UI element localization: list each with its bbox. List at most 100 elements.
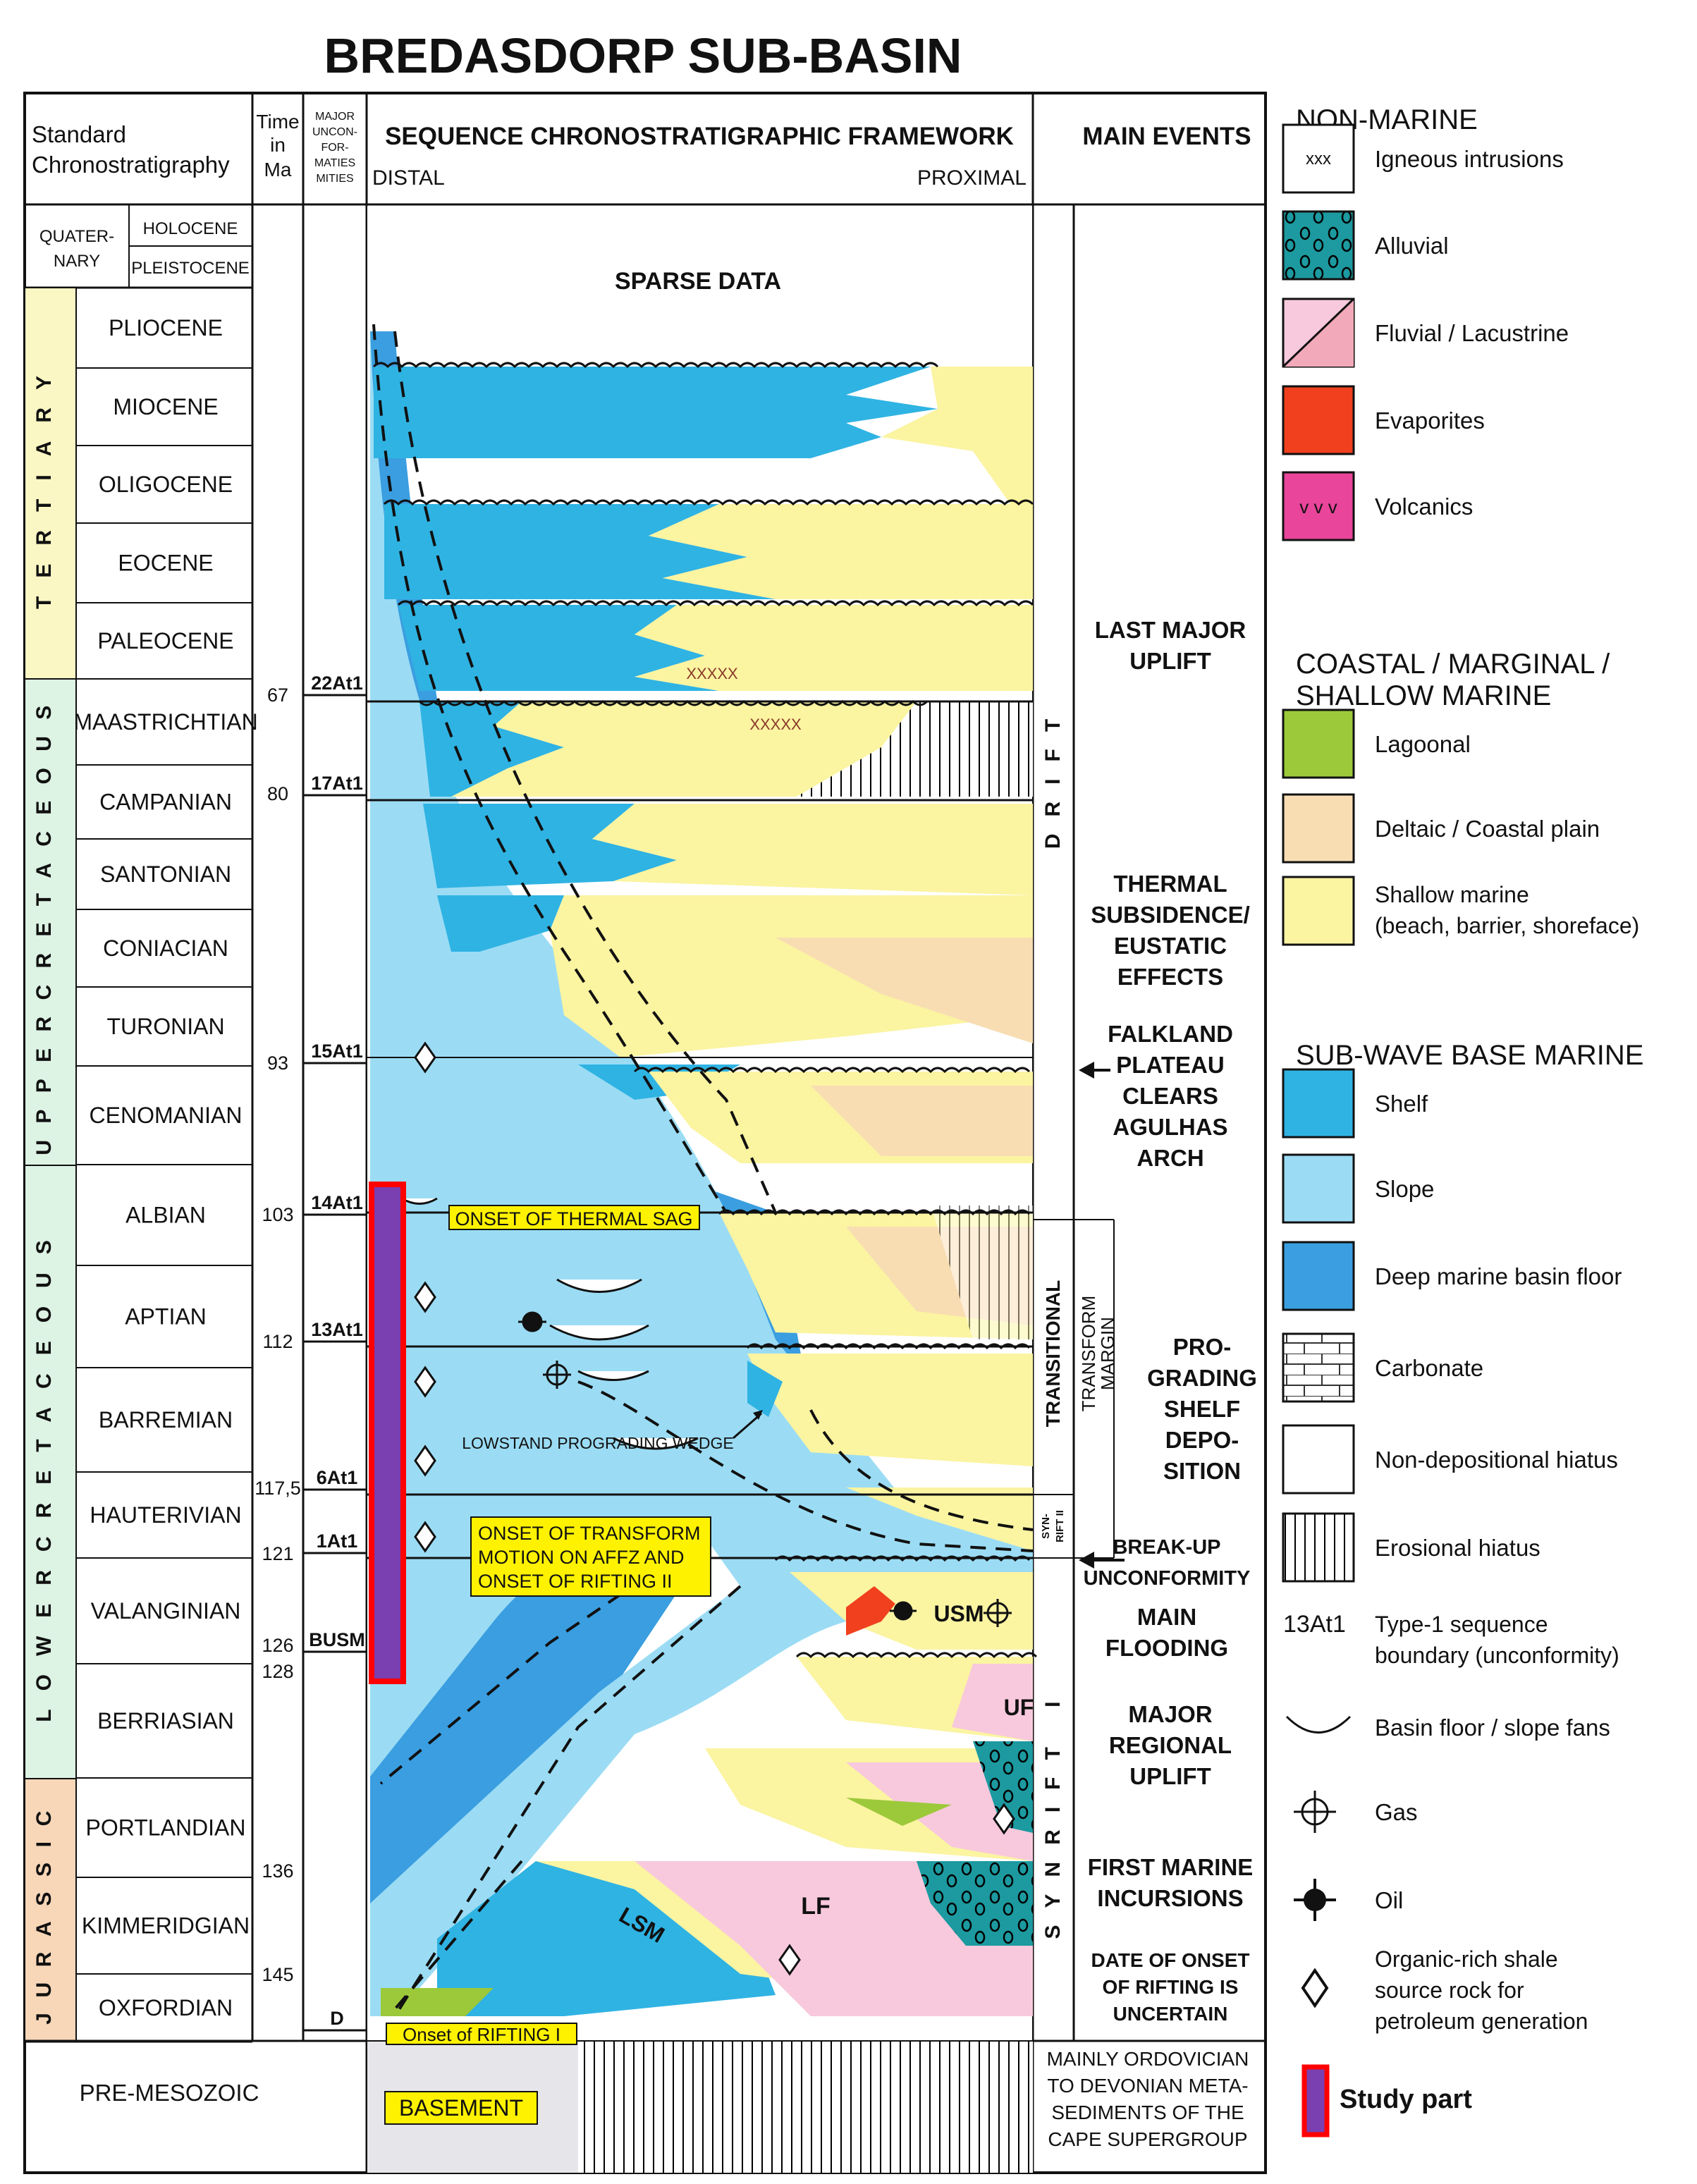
event-prograding: DEPO- — [1165, 1427, 1239, 1453]
sparse-data: SPARSE DATA — [615, 268, 781, 295]
svg-text:Carbonate: Carbonate — [1375, 1355, 1483, 1381]
event-falkland: CLEARS — [1122, 1083, 1218, 1109]
event-flooding: FLOODING — [1105, 1635, 1228, 1661]
event-regional: MAJOR — [1128, 1701, 1212, 1727]
phase-transitional: TRANSITIONAL — [1042, 1280, 1064, 1427]
unconformity-label: 15At1 — [311, 1041, 363, 1062]
event-flooding: MAIN — [1137, 1604, 1196, 1630]
shelf-maastrichtian — [419, 701, 564, 797]
transform-line-3: ONSET OF RIFTING II — [478, 1571, 673, 1592]
legend-item-slope: Slope — [1282, 1153, 1434, 1224]
phase-drift: DRIFT — [1041, 702, 1065, 849]
basement-label: BASEMENT — [399, 2095, 523, 2121]
epoch-label: PLIOCENE — [109, 315, 223, 341]
header-time-2: in — [270, 134, 286, 156]
legend-item-oil: Oil — [1294, 1879, 1403, 1921]
phase-synrift: SYNRIFT I — [1041, 1684, 1065, 1939]
event-falkland: FALKLAND — [1108, 1021, 1233, 1047]
svg-text:Erosional hiatus: Erosional hiatus — [1375, 1535, 1540, 1561]
epoch-label: OXFORDIAN — [99, 1995, 233, 2020]
main-events: LAST MAJORUPLIFTTHERMALSUBSIDENCE/EUSTAT… — [1047, 617, 1257, 2150]
event-thermal: EFFECTS — [1117, 964, 1223, 990]
shale-diamond — [414, 1521, 436, 1553]
svg-text:MATIES: MATIES — [314, 157, 355, 169]
holocene: HOLOCENE — [143, 219, 238, 238]
age-label: 103 — [262, 1204, 293, 1225]
unconformity-label: D — [330, 2008, 344, 2029]
legend-item-carbonate: Carbonate — [1282, 1332, 1483, 1403]
shelf-paleocene — [398, 605, 719, 691]
age-label: 121 — [262, 1543, 293, 1564]
legend-item-deltaic: Deltaic / Coastal plain — [1282, 793, 1600, 864]
unconformity-label: 14At1 — [311, 1192, 363, 1213]
period-label-1: UPPERCRETACEOUS — [32, 689, 56, 1155]
svg-text:Evaporites: Evaporites — [1375, 407, 1485, 434]
legend-item-erosional: Erosional hiatus — [1282, 1512, 1540, 1583]
age-label: 126 — [262, 1635, 293, 1656]
event-last-uplift: UPLIFT — [1129, 648, 1211, 674]
svg-text:QUATER-: QUATER- — [39, 227, 114, 246]
svg-text:13At1: 13At1 — [1283, 1611, 1346, 1638]
event-prograding: PRO- — [1173, 1334, 1232, 1360]
epoch-label: BERRIASIAN — [97, 1708, 234, 1734]
event-prograding: SHELF — [1164, 1396, 1240, 1422]
header-time-3: Ma — [264, 159, 292, 180]
svg-text:XXXXX: XXXXX — [686, 665, 738, 682]
epoch-label: MAASTRICHTIAN — [73, 709, 257, 735]
unconformity-label: BUSM — [309, 1629, 365, 1650]
age-label: 136 — [262, 1860, 293, 1882]
oil-symbol — [518, 1311, 917, 1621]
event-ordovician: TO DEVONIAN META- — [1047, 2075, 1248, 2097]
lf-label: LF — [801, 1893, 831, 1920]
legend-item-evaporites: Evaporites — [1282, 385, 1485, 455]
svg-text:petroleum generation: petroleum generation — [1375, 2008, 1588, 2034]
legend-item-fans: Basin floor / slope fans — [1285, 1714, 1610, 1741]
age-label: 93 — [267, 1053, 288, 1074]
phase-transform-margin: TRANSFORM — [1078, 1296, 1099, 1412]
header-framework: SEQUENCE CHRONOSTRATIGRAPHIC FRAMEWORK — [385, 123, 1014, 150]
transform-line-2: MOTION ON AFFZ AND — [478, 1547, 685, 1568]
header-time-1: Time — [256, 111, 299, 133]
event-regional: REGIONAL — [1109, 1732, 1232, 1758]
period-tertiary — [24, 287, 77, 680]
age-label: 117,5 — [255, 1478, 301, 1499]
svg-text:SYN-: SYN- — [1040, 1514, 1052, 1539]
shale-diamond — [414, 1041, 436, 1074]
event-last-uplift: LAST MAJOR — [1095, 617, 1246, 643]
event-marine: FIRST MARINE — [1088, 1854, 1254, 1880]
event-ordovician: SEDIMENTS OF THE — [1051, 2102, 1244, 2123]
epoch-label: EOCENE — [118, 551, 213, 576]
svg-text:Lagoonal: Lagoonal — [1375, 731, 1471, 757]
svg-text:Alluvial: Alluvial — [1375, 233, 1449, 259]
epoch-label: ALBIAN — [125, 1203, 206, 1228]
header-standard-2: Chronostratigraphy — [32, 152, 230, 178]
legend-subwave: SUB-WAVE BASE MARINE — [1296, 1040, 1643, 1071]
epoch-label: APTIAN — [125, 1304, 207, 1330]
svg-text:MITIES: MITIES — [316, 173, 353, 185]
svg-text:xxx: xxx — [1306, 149, 1331, 168]
shale-diamond — [414, 1366, 436, 1398]
usm-label: USM — [933, 1601, 984, 1626]
age-label: 128 — [262, 1661, 293, 1682]
event-thermal: SUBSIDENCE/ — [1091, 902, 1250, 928]
svg-text:Shallow marine: Shallow marine — [1375, 882, 1529, 907]
evaporites — [846, 1586, 895, 1636]
event-falkland: ARCH — [1137, 1145, 1203, 1171]
unconformity-label: 1At1 — [317, 1530, 358, 1552]
legend-item-alluvial: Alluvial — [1282, 210, 1449, 281]
legend-item-gas: Gas — [1294, 1791, 1418, 1833]
header-main-events: MAIN EVENTS — [1082, 123, 1251, 150]
event-marine: INCURSIONS — [1097, 1885, 1243, 1911]
event-thermal: THERMAL — [1113, 871, 1227, 897]
transform-line-1: ONSET OF TRANSFORM — [478, 1523, 701, 1544]
epoch-label: HAUTERIVIAN — [90, 1502, 241, 1528]
page-title: BREDASDORP SUB-BASIN — [324, 28, 962, 83]
svg-text:Type-1 sequence: Type-1 sequence — [1375, 1612, 1548, 1637]
period-label-2: LOWERCRETACEOUS — [32, 1222, 56, 1722]
event-date: OF RIFTING IS — [1103, 1976, 1239, 1998]
pleistocene: PLEISTOCENE — [131, 259, 250, 278]
